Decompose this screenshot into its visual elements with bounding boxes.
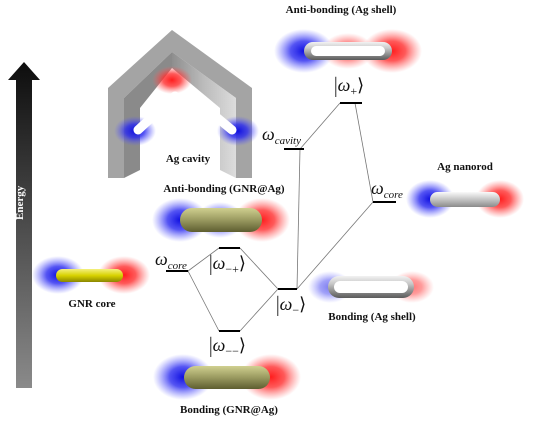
energy-arrow — [8, 62, 40, 388]
omega-core-left-label: ωcore — [155, 249, 187, 272]
ket-omega-minus-minus-label: |ω−−⟩ — [209, 332, 246, 358]
gnr-core-label: GNR core — [68, 298, 116, 310]
energy-axis-label: Energy — [14, 185, 26, 220]
ag-cavity — [108, 30, 259, 178]
ket-omega-minus-plus-label: |ω−+⟩ — [209, 250, 246, 276]
antibonding-gnr-ag-rod — [152, 198, 290, 242]
ag-nanorod — [406, 180, 524, 218]
connector-lines — [187, 102, 374, 332]
ket-omega-minus-label: |ω−⟩ — [276, 291, 307, 317]
antibonding-gnr-ag-label: Anti-bonding (GNR@Ag) — [163, 183, 285, 195]
gnr-core-rod — [32, 256, 150, 294]
antibonding-ag-shell-rod — [274, 29, 422, 73]
ag-nanorod-label: Ag nanorod — [437, 161, 493, 173]
bonding-gnr-ag-rod — [153, 354, 301, 400]
ag-cavity-label: Ag cavity — [165, 153, 211, 165]
energy-levels — [166, 102, 396, 332]
bonding-ag-shell-rod — [308, 271, 434, 303]
omega-cavity-label: ωcavity — [262, 124, 301, 147]
omega-core-right-label: ωcore — [371, 178, 403, 201]
antibonding-ag-shell-label: Anti-bonding (Ag shell) — [285, 4, 397, 16]
bonding-ag-shell-label: Bonding (Ag shell) — [328, 311, 416, 323]
bonding-gnr-ag-label: Bonding (GNR@Ag) — [180, 404, 278, 416]
ket-omega-plus-label: |ω+⟩ — [334, 72, 365, 98]
